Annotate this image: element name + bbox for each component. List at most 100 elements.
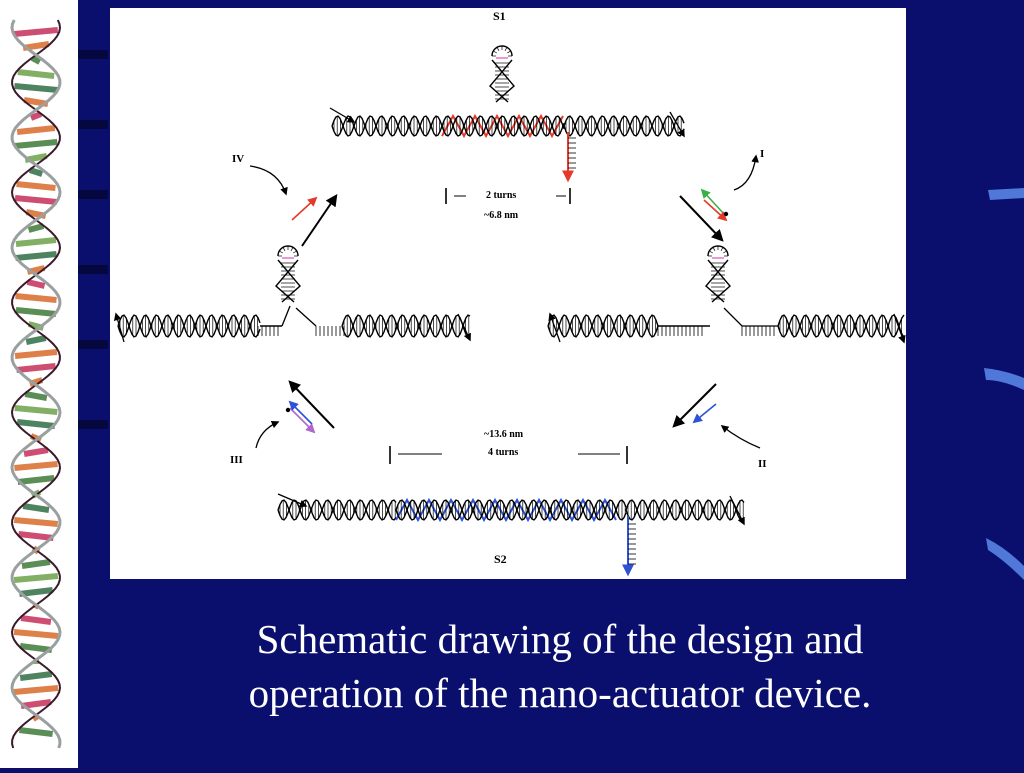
helix-rung (14, 405, 58, 415)
helix-rung (16, 181, 56, 191)
dna-duplex-left-state-right (341, 314, 471, 338)
right-state-junction (723, 307, 778, 327)
end-arrow-s2-right (729, 495, 745, 526)
helix-rung (16, 363, 56, 373)
bottom-dimension-turns: 4 turns (488, 447, 519, 458)
black-strand-arrow-iv (301, 194, 338, 247)
top-dimension-length: ~6.8 nm (484, 210, 519, 221)
helix-rung (13, 573, 59, 583)
end-arrow-right-state-right (893, 313, 906, 344)
top-dimension-turns: 2 turns (486, 190, 517, 201)
strand-dot-i (723, 211, 729, 217)
left-dash (78, 190, 108, 199)
black-strand-arrow-iii (288, 380, 335, 429)
curved-arrow-i (733, 154, 759, 191)
helix-rung (19, 587, 53, 597)
dna-helix-graphic (10, 19, 62, 749)
helix-rung (14, 83, 58, 93)
helix-rung (15, 237, 57, 247)
step-label-ii: II (758, 458, 767, 470)
helix-rung (25, 335, 47, 345)
curved-arrow-iii (255, 420, 280, 449)
blue-strand-arrow-iii (288, 400, 313, 425)
red-strand-arrow-iv (291, 196, 318, 221)
green-strand-arrow-i (700, 188, 725, 215)
red-fuel-strand-s1 (441, 113, 564, 139)
helix-rung (15, 307, 57, 317)
left-dash (78, 420, 108, 429)
helix-rung (13, 27, 59, 37)
end-arrow-left-state-right (457, 313, 471, 342)
helix-rung (30, 55, 42, 65)
helix-rung (15, 251, 57, 261)
end-arrow-right-state (548, 312, 561, 343)
helix-rung (16, 125, 56, 135)
helix-rung (20, 615, 52, 625)
dna-duplex-right-state-right (777, 314, 905, 338)
state-label-s2: S2 (494, 552, 507, 566)
helix-rung (14, 139, 58, 149)
end-arrow-s1-left (329, 107, 356, 123)
strand-dot-iii (285, 407, 291, 413)
helix-rung (14, 349, 58, 359)
diagram-drawing (113, 45, 906, 577)
end-arrow-s1-right (669, 111, 685, 138)
helix-rung (26, 279, 46, 289)
helix-rung (27, 223, 45, 233)
helix-rung (13, 517, 59, 527)
helix-rung (22, 503, 50, 513)
helix-rung (23, 447, 49, 457)
dna-duplex-s2-left (277, 499, 397, 521)
helix-rung (18, 531, 54, 541)
blue-fuel-strand-s2 (395, 497, 617, 523)
step-label-i: I (760, 148, 765, 160)
helix-rung (19, 643, 53, 653)
hairpin-left-state (275, 245, 301, 303)
helix-rung (20, 699, 52, 709)
curved-arrow-iv (249, 165, 288, 196)
dna-duplex-right-state-left (547, 314, 659, 338)
bottom-dimension-length: ~13.6 nm (484, 429, 524, 440)
helix-rung (15, 293, 57, 303)
caption-line-2: operation of the nano-actuator device. (248, 670, 872, 716)
left-dash (78, 340, 108, 349)
right-edge-dash (986, 538, 1024, 580)
helix-rung (14, 461, 58, 471)
helix-backbone (10, 19, 62, 749)
left-dash (78, 50, 108, 59)
helix-rung (17, 69, 55, 79)
left-dash (78, 265, 108, 274)
helix-rung (17, 475, 55, 485)
red-strand-arrow-i (703, 199, 728, 222)
state-label-s1: S1 (493, 9, 506, 23)
helix-rung (21, 559, 51, 569)
helix-rung (24, 391, 48, 401)
helix-rung (28, 167, 44, 177)
dna-duplex-s1-right (563, 115, 685, 137)
dna-helix-decoration (0, 0, 78, 768)
helix-rung (19, 671, 53, 681)
black-strand-arrow-i (679, 195, 724, 242)
slide-caption: Schematic drawing of the design and oper… (110, 612, 1010, 720)
caption-line-1: Schematic drawing of the design and (256, 616, 864, 662)
step-label-iv: IV (232, 153, 245, 165)
dna-duplex-s1-middle (441, 115, 565, 137)
helix-rung (16, 419, 56, 429)
left-state-junction (295, 307, 317, 327)
left-state-junction (281, 305, 291, 327)
right-edge-dash (984, 368, 1024, 390)
dna-duplex-s2-middle (395, 499, 627, 521)
right-edge-dash (988, 188, 1024, 200)
hairpin-s1 (489, 45, 515, 103)
helix-backbone (10, 19, 62, 749)
dna-duplex-s2-right (625, 499, 745, 521)
dna-duplex-left-state-left (117, 314, 261, 338)
helix-rung (19, 727, 53, 737)
nano-actuator-diagram: S1 S2 I II III IV 2 turns ~6.8 nm ~13.6 … (110, 8, 906, 579)
dna-duplex-s1-left (331, 115, 443, 137)
hairpin-right-state (705, 245, 731, 303)
end-arrow-left-state (113, 312, 125, 343)
end-arrow-s2-left (277, 493, 308, 508)
step-label-iii: III (230, 454, 243, 466)
